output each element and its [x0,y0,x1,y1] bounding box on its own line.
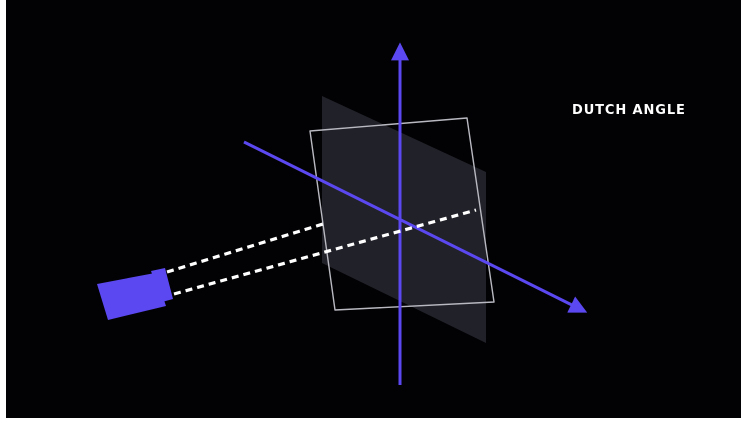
dutch-angle-diagram [97,42,588,385]
lower-sight-line [173,208,477,296]
tilted-horizontal-axis-arrow [243,140,588,313]
camera-body [97,268,173,320]
image-plane [322,96,486,343]
upper-sight-line [166,222,324,274]
diagram-stage: DUTCH ANGLE [6,0,741,418]
dashed-sight-lines [166,208,477,296]
camera-lens [151,268,173,302]
camera-main-block [97,273,166,320]
diagram-title: DUTCH ANGLE [572,103,686,118]
